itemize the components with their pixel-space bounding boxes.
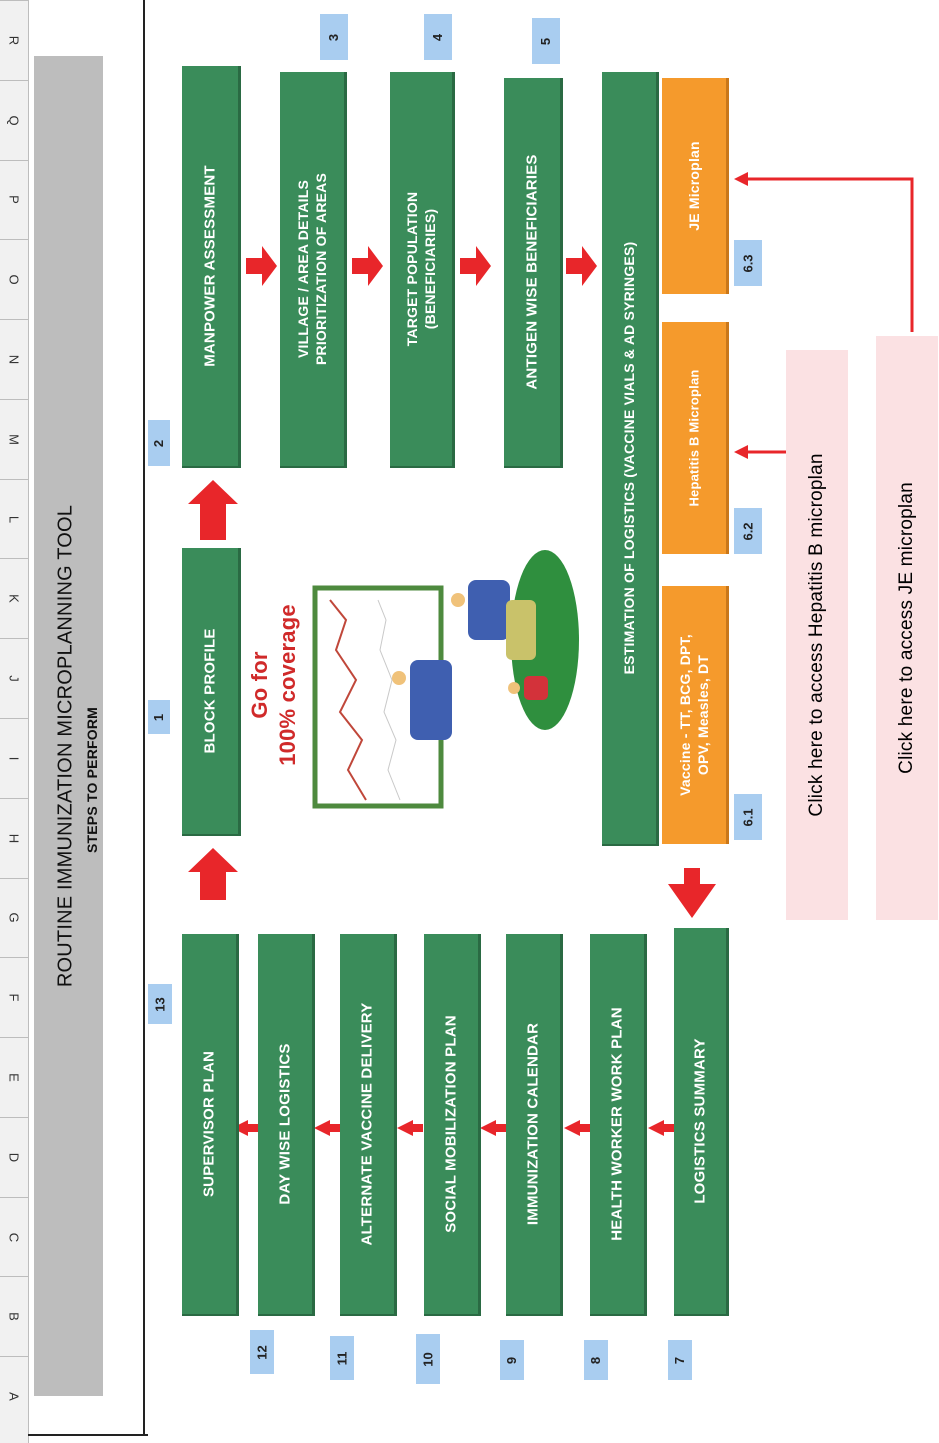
- step-number-tag: 12: [250, 1330, 274, 1374]
- step-village-area-details[interactable]: VILLAGE / AREA DETAILS PRIORITIZATION OF…: [280, 72, 347, 468]
- title-band: ROUTINE IMMUNIZATION MICROPLANNING TOOL …: [34, 56, 103, 1396]
- coverage-caption: Go for 100% coverage: [246, 560, 302, 810]
- column-header-cell[interactable]: E: [0, 1037, 28, 1118]
- column-header-cell[interactable]: Q: [0, 79, 28, 161]
- arrow-icon: [668, 868, 716, 918]
- step-health-worker-work-plan[interactable]: HEALTH WORKER WORK PLAN: [590, 934, 647, 1316]
- step-number-tag: 4: [424, 14, 452, 60]
- step-number-tag: 6.3: [734, 240, 762, 286]
- step-number-tag: 1: [148, 700, 170, 734]
- column-header-cell[interactable]: K: [0, 558, 28, 639]
- je-link-text[interactable]: Click here to access JE microplan: [896, 482, 917, 774]
- sheet-border-bottom: [28, 1434, 148, 1436]
- step-je-microplan[interactable]: JE Microplan: [662, 78, 729, 294]
- caption-line-2: 100% coverage: [275, 604, 300, 766]
- column-header-cell[interactable]: G: [0, 877, 28, 959]
- column-header-cell[interactable]: M: [0, 398, 28, 480]
- column-header-cell[interactable]: P: [0, 159, 28, 241]
- step-logistics-summary[interactable]: LOGISTICS SUMMARY: [674, 928, 729, 1316]
- arrow-icon: [188, 480, 238, 540]
- je-link[interactable]: Click here to access JE microplan: [876, 336, 938, 920]
- column-header-cell[interactable]: J: [0, 638, 28, 719]
- arrow-icon: [352, 246, 383, 286]
- caption-line-1: Go for: [247, 651, 272, 719]
- step-social-mobilization-plan[interactable]: SOCIAL MOBILIZATION PLAN: [424, 934, 481, 1316]
- step-number-tag: 7: [668, 1340, 692, 1380]
- step-alternate-vaccine-delivery[interactable]: ALTERNATE VACCINE DELIVERY: [340, 934, 397, 1316]
- column-header-cell[interactable]: D: [0, 1116, 28, 1198]
- je-connector: [746, 177, 914, 332]
- step-number-tag: 3: [320, 14, 348, 60]
- step-target-population[interactable]: TARGET POPULATION (BENEFICIARIES): [390, 72, 455, 468]
- column-header-cell[interactable]: I: [0, 718, 28, 799]
- step-number-tag: 6.2: [734, 508, 762, 554]
- column-header-cell[interactable]: R: [0, 0, 28, 81]
- column-header-cell[interactable]: B: [0, 1276, 28, 1357]
- column-header-cell[interactable]: A: [0, 1356, 28, 1437]
- arrow-icon: [232, 1120, 248, 1136]
- column-header-cell[interactable]: H: [0, 797, 28, 879]
- step-number-tag: 6.1: [734, 794, 762, 840]
- arrow-icon: [188, 848, 238, 900]
- step-block-profile[interactable]: BLOCK PROFILE: [182, 548, 241, 836]
- step-immunization-calendar[interactable]: IMMUNIZATION CALENDAR: [506, 934, 563, 1316]
- step-number-tag: 8: [584, 1340, 608, 1380]
- arrow-icon: [460, 246, 491, 286]
- step-number-tag: 2: [148, 420, 170, 466]
- step-hepatitis-b-microplan[interactable]: Hepatitis B Microplan: [662, 322, 729, 554]
- step-number-tag: 10: [416, 1334, 440, 1384]
- step-antigen-wise-beneficiaries[interactable]: ANTIGEN WISE BENEFICIARIES: [504, 78, 563, 468]
- arrow-icon: [246, 246, 277, 286]
- step-day-wise-logistics[interactable]: DAY WISE LOGISTICS: [258, 934, 315, 1316]
- step-number-tag: 11: [330, 1336, 354, 1380]
- step-estimation-of-logistics[interactable]: ESTIMATION OF LOGISTICS (VACCINE VIALS &…: [602, 72, 659, 846]
- hepatitis-b-link[interactable]: Click here to access Hepatitis B micropl…: [786, 350, 848, 920]
- step-vaccine-logistics[interactable]: Vaccine - TT, BCG, DPT, OPV, Measles, DT: [662, 586, 729, 844]
- column-header-cell[interactable]: C: [0, 1196, 28, 1278]
- step-manpower-assessment[interactable]: MANPOWER ASSESSMENT: [182, 66, 241, 468]
- arrow-icon: [566, 246, 597, 286]
- step-number-tag: 9: [500, 1340, 524, 1380]
- column-header-cell[interactable]: N: [0, 319, 28, 400]
- step-number-tag: 5: [532, 18, 560, 64]
- sheet-border-line: [143, 0, 145, 1436]
- step-number-tag: 13: [148, 984, 172, 1024]
- step-supervisor-plan[interactable]: SUPERVISOR PLAN: [182, 934, 239, 1316]
- column-header-cell[interactable]: O: [0, 239, 28, 320]
- hepatitis-b-link-text[interactable]: Click here to access Hepatitis B micropl…: [806, 453, 827, 817]
- column-header-cell[interactable]: F: [0, 957, 28, 1038]
- coverage-illustration: [312, 550, 579, 809]
- column-header-cell[interactable]: L: [0, 478, 28, 560]
- column-header-strip: [0, 0, 29, 1443]
